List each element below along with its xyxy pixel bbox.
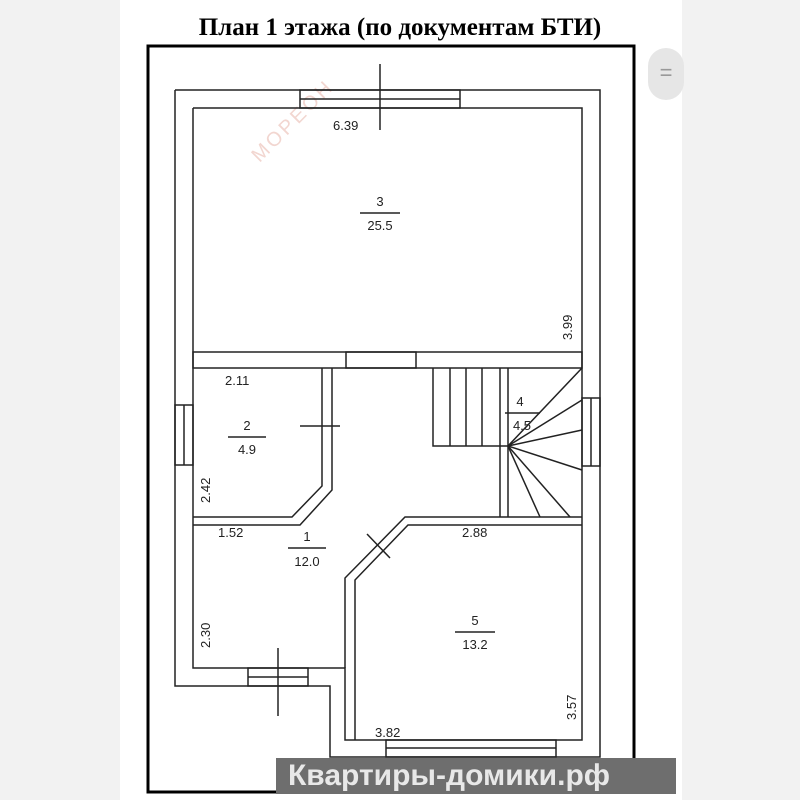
wall-horizontal	[192, 351, 583, 369]
dim: 2.42	[198, 478, 213, 503]
room-3-number: 3	[376, 194, 383, 209]
room-2-area: 4.9	[238, 442, 256, 457]
dim: 3.82	[375, 725, 400, 740]
dim: 3.99	[560, 315, 575, 340]
site-banner: Квартиры-домики.рф	[276, 758, 676, 794]
dim: 2.11	[225, 373, 249, 388]
room-2-number: 2	[243, 418, 250, 433]
room-3-area: 25.5	[367, 218, 392, 233]
dim: 2.88	[462, 525, 487, 540]
room-4-area: 4.5	[513, 418, 531, 433]
room-5-number: 5	[471, 613, 478, 628]
outer-wall	[174, 89, 601, 758]
dim: 1.52	[218, 525, 243, 540]
right-margin	[682, 0, 800, 800]
frame	[146, 44, 636, 794]
room-5-area: 13.2	[462, 637, 487, 652]
dim: 3.57	[564, 695, 579, 720]
room-4-number: 4	[516, 394, 523, 409]
room-1-number: 1	[303, 529, 310, 544]
room-1-area: 12.0	[294, 554, 319, 569]
equals-icon[interactable]: =	[648, 48, 684, 100]
inner-wall	[192, 107, 583, 741]
left-margin	[0, 0, 120, 800]
dim: 6.39	[333, 118, 358, 133]
dim: 2.30	[198, 623, 213, 648]
plan-title: План 1 этажа (по документам БТИ)	[198, 14, 602, 41]
